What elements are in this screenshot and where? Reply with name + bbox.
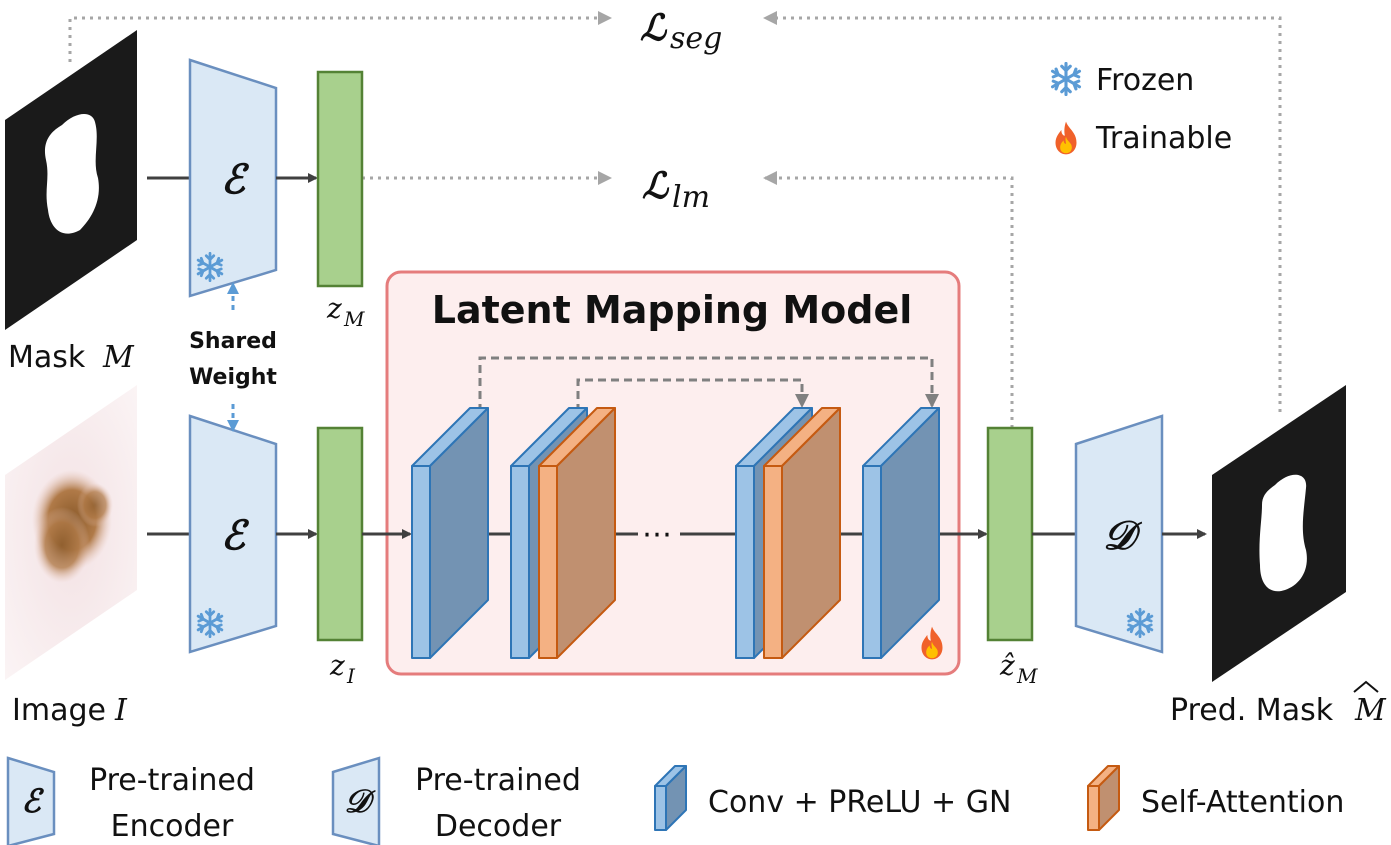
conv-block-4 (862, 407, 940, 659)
mask-encoder-block (188, 58, 278, 298)
decoder-block (1074, 414, 1164, 654)
legend-attn-label: Self-Attention (1141, 785, 1344, 820)
latent-zi (316, 426, 364, 642)
latent-zm (316, 70, 364, 288)
svg-text:Pred. Mask: Pred. Mask (1170, 693, 1334, 728)
legend-conv-label: Conv + PReLU + GN (708, 785, 1011, 820)
latent-zhat-label: ẑ M (999, 649, 1038, 688)
svg-text:ẑ: ẑ (999, 649, 1015, 682)
svg-text:I: I (114, 693, 128, 728)
legend-encoder-symbol: ℰ (21, 782, 44, 820)
predicted-mask-lesion (1259, 474, 1307, 592)
legend-conv-slab (654, 765, 687, 831)
legend-attn-icon (1087, 765, 1120, 831)
mask-encoder-symbol: ℰ (221, 156, 250, 203)
svg-text:M: M (102, 340, 135, 375)
image-encoder-symbol: ℰ (221, 512, 250, 559)
lm-loss-line-right (763, 171, 1014, 428)
svg-text:M: M (343, 307, 365, 331)
svg-text:z: z (329, 649, 345, 682)
svg-text:z: z (326, 292, 342, 325)
svg-text:Mask: Mask (8, 340, 86, 375)
legend-decoder-swatch (331, 756, 381, 845)
svg-text:ℒ: ℒ (642, 165, 670, 207)
legend-attn-slab (1087, 765, 1120, 831)
svg-text:lm: lm (672, 180, 710, 215)
legend-conv-icon (654, 765, 687, 831)
legend-decoder-line2: Decoder (435, 809, 562, 844)
attention-block-1 (538, 407, 616, 659)
svg-text:M: M (1354, 693, 1387, 728)
attention-block-2 (763, 407, 841, 659)
seg-loss-line-left (68, 11, 612, 62)
image-label: Image I (12, 693, 128, 728)
svg-text:seg: seg (670, 21, 722, 56)
svg-text:ℒ: ℒ (640, 7, 668, 49)
svg-text:I: I (346, 664, 356, 688)
legend-encoder-swatch (6, 756, 56, 845)
mask-input-lesion (44, 114, 99, 234)
loss-seg-label: ℒ seg (640, 7, 722, 56)
image-encoder-block (188, 414, 278, 654)
svg-text:M: M (1016, 664, 1038, 688)
latent-zi-label: z I (329, 649, 356, 688)
frozen-snowflake-icon (1050, 62, 1082, 96)
skip-connection-inner (576, 378, 809, 412)
shared-weight-line2: Weight (189, 365, 277, 390)
frozen-label: Frozen (1096, 63, 1194, 98)
svg-text:Image: Image (12, 693, 106, 728)
legend: ℰ Pre-trained Encoder 𝒟 Pre-trained Deco… (6, 756, 1344, 845)
predicted-mask-label: Pred. Mask M (1170, 680, 1387, 728)
latent-zm-label: z M (326, 292, 365, 331)
conv-block-1 (411, 407, 489, 659)
legend-encoder-line2: Encoder (111, 809, 234, 844)
trainable-flame-icon (1055, 121, 1077, 155)
skin-input-image (5, 385, 137, 680)
legend-decoder-line1: Pre-trained (415, 763, 581, 798)
lmm-ellipsis: ⋯ (642, 517, 672, 552)
loss-lm-label: ℒ lm (642, 165, 710, 215)
skip-connection-outer (478, 356, 939, 412)
latent-zhat-m (986, 426, 1034, 642)
lmm-blocks (411, 407, 940, 659)
latent-mapping-model-title: Latent Mapping Model (432, 288, 913, 332)
shared-weight-line1: Shared (189, 329, 277, 354)
mask-label: Mask M (8, 340, 135, 375)
legend-encoder-line1: Pre-trained (89, 763, 255, 798)
seg-loss-line-right (763, 11, 1282, 412)
trainable-label: Trainable (1095, 121, 1232, 156)
